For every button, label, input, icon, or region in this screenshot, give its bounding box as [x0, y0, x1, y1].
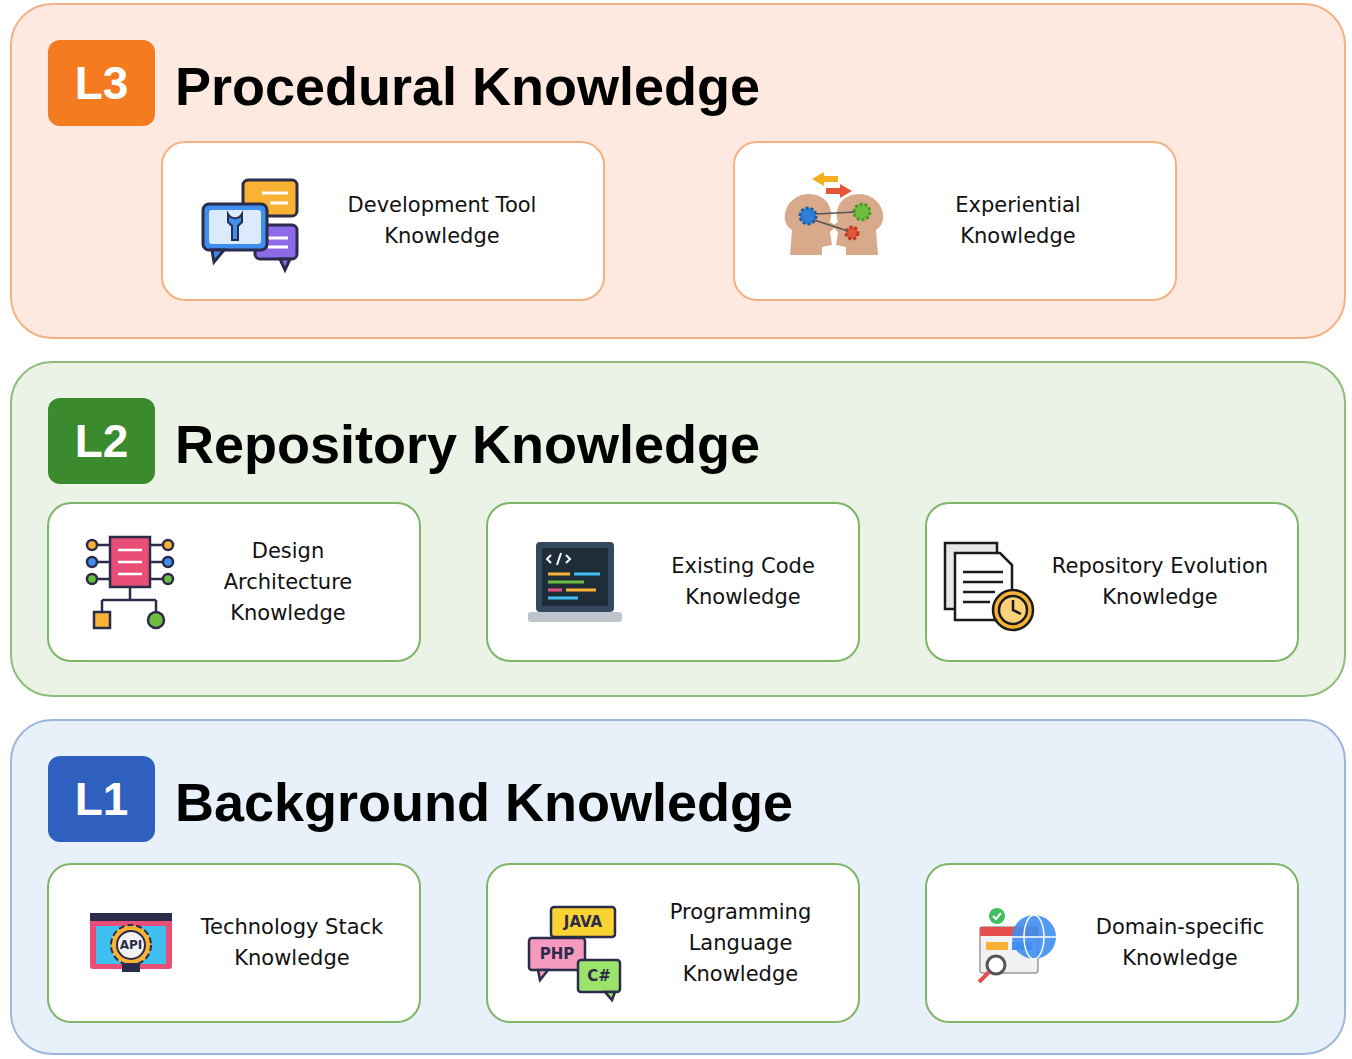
card-label: Experiential Knowledge [933, 143, 1103, 299]
knowledge-card: Experiential Knowledge [733, 141, 1177, 301]
level-band: Repository Knowledge L2Design Architectur… [10, 361, 1346, 697]
icon-text: API [120, 938, 143, 952]
level-heading: Procedural Knowledge [175, 41, 760, 131]
knowledge-card: Domain-specific Knowledge [925, 863, 1299, 1023]
knowledge-card: Repository Evolution Knowledge [925, 502, 1299, 662]
level-badge: L3 [48, 40, 155, 126]
card-label: Design Architecture Knowledge [208, 504, 368, 660]
level-number: L1 [75, 772, 129, 826]
level-heading: Repository Knowledge [175, 399, 760, 489]
card-label: Repository Evolution Knowledge [1035, 504, 1285, 660]
level-band: Procedural Knowledge L3Development Tool K… [10, 3, 1346, 339]
card-label: Technology Stack Knowledge [187, 865, 397, 1021]
card-label: Development Tool Knowledge [327, 143, 557, 299]
level-heading: Background Knowledge [175, 757, 793, 847]
knowledge-card: Design Architecture Knowledge [47, 502, 421, 662]
card-label: Programming Language Knowledge [658, 865, 823, 1021]
knowledge-card: Development Tool Knowledge [161, 141, 605, 301]
icon-text: C# [587, 967, 611, 985]
knowledge-card: Existing Code Knowledge [486, 502, 860, 662]
level-badge: L1 [48, 756, 155, 842]
level-band: Background Knowledge L1Technology Stack K… [10, 719, 1346, 1055]
card-label: Domain-specific Knowledge [1080, 865, 1280, 1021]
knowledge-card: Programming Language Knowledge [486, 863, 860, 1023]
level-badge: L2 [48, 398, 155, 484]
card-label: Existing Code Knowledge [653, 504, 833, 660]
level-number: L3 [75, 56, 129, 110]
icon-text: PHP [540, 945, 575, 963]
icon-text: JAVA [564, 913, 602, 931]
knowledge-card: Technology Stack Knowledge [47, 863, 421, 1023]
level-number: L2 [75, 414, 129, 468]
